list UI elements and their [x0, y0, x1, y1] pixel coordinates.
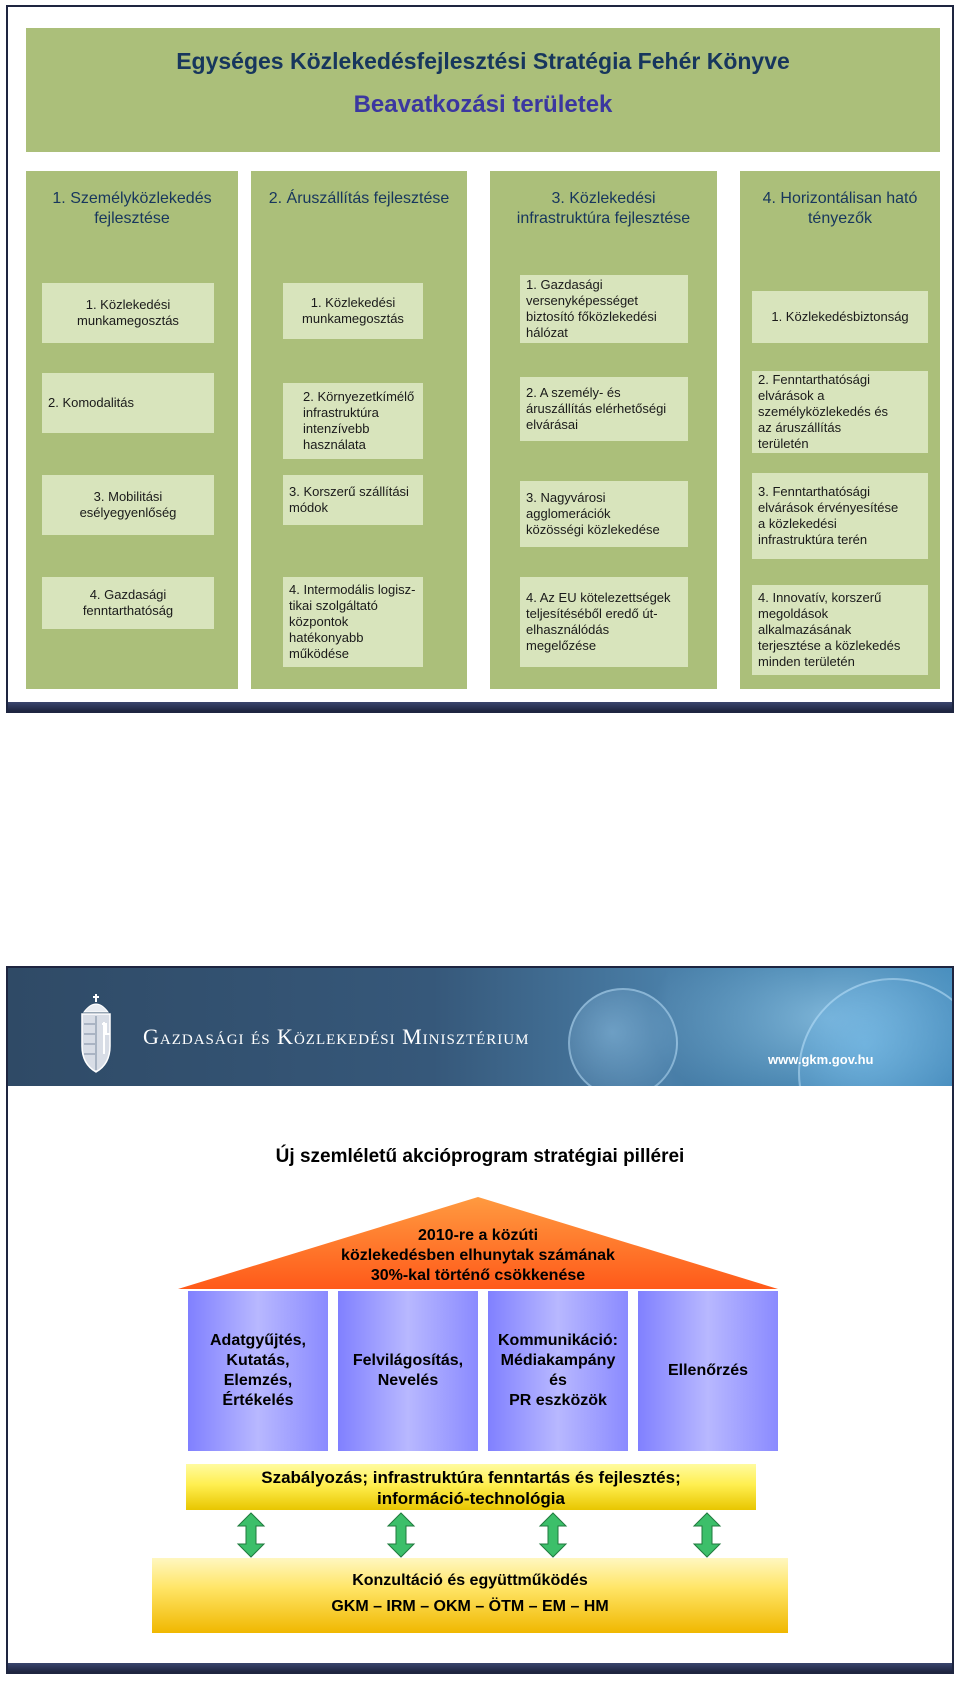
area-item: 2. Környezetkímélő infrastruktúra intenz…: [283, 383, 423, 459]
column-heading: 3. Közlekedési infrastruktúra fejlesztés…: [516, 190, 691, 227]
area-item: 2. A személy- és áruszállítás elérhetősé…: [520, 377, 688, 441]
area-item: 2. Fenntarthatósági elvárások a személyk…: [752, 371, 928, 453]
roof-triangle: [178, 1197, 778, 1289]
column-freight-transport: 2. Áruszállítás fejlesztése 1. Közlekedé…: [251, 171, 467, 689]
column-heading: 4. Horizontálisan ható tényezők: [762, 190, 918, 227]
area-item: 1. Gazdasági versenyképességet biztosító…: [520, 275, 688, 343]
title-box: Egységes Közlekedésfejlesztési Stratégia…: [26, 28, 940, 152]
page-title: Egységes Közlekedésfejlesztési Stratégia…: [176, 48, 790, 74]
column-infrastructure: 3. Közlekedési infrastruktúra fejlesztés…: [490, 171, 717, 689]
area-item: 4. Gazdasági fenntarthatóság: [42, 577, 214, 629]
base-line-2: GKM – IRM – OKM – ÖTM – EM – HM: [331, 1598, 609, 1615]
slide-intervention-areas: Egységes Közlekedésfejlesztési Stratégia…: [6, 5, 954, 713]
area-item: 4. Az EU kötelezettségek teljesítéséből …: [520, 577, 688, 667]
pillar-communication: Kommunikáció: Médiakampány és PR eszközö…: [488, 1291, 628, 1451]
area-item: 3. Fenntarthatósági elvárások érvényesít…: [752, 473, 928, 559]
ministry-name: Gazdasági és Közlekedési Minisztérium: [143, 1024, 530, 1049]
column-personal-transport: 1. Személyközlekedés fejlesztése 1. Közl…: [26, 171, 238, 689]
pillar-enforcement: Ellenőrzés: [638, 1291, 778, 1451]
area-item: 4. Intermodális logisz- tikai szolgáltat…: [283, 577, 423, 667]
area-item: 1. Közlekedési munkamegosztás: [283, 283, 423, 339]
base-cooperation: Konzultáció és együttműködés GKM – IRM –…: [152, 1558, 788, 1633]
slide-action-program-pillars: Gazdasági és Közlekedési Minisztérium ww…: [6, 966, 954, 1674]
double-arrow-icon: [538, 1512, 568, 1558]
column-horizontal-factors: 4. Horizontálisan ható tényezők 1. Közle…: [740, 171, 940, 689]
roof-goal-text: 2010-re a közúti közlekedésben elhunytak…: [341, 1227, 615, 1284]
column-heading: 2. Áruszállítás fejlesztése: [268, 190, 450, 207]
double-arrow-icon: [386, 1512, 416, 1558]
slide-title: Új szemléletű akcióprogram stratégiai pi…: [275, 1146, 685, 1167]
base-line-1: Konzultáció és együttműködés: [352, 1572, 588, 1589]
area-item: 1. Közlekedésbiztonság: [752, 291, 928, 343]
area-item: 4. Innovatív, korszerű megoldások alkalm…: [752, 585, 928, 675]
foundation-regulation: Szabályozás; infrastruktúra fenntartás é…: [186, 1464, 756, 1510]
ministry-url: www.gkm.gov.hu: [768, 1052, 874, 1067]
area-item: 3. Nagyvárosi agglomerációk közösségi kö…: [520, 481, 688, 547]
double-arrow-icon: [692, 1512, 722, 1558]
slide-footer-bar: [8, 1663, 952, 1672]
pillar-education: Felvilágosítás, Nevelés: [338, 1291, 478, 1451]
coat-of-arms-icon: [81, 994, 111, 1073]
page-subtitle: Beavatkozási területek: [353, 91, 613, 118]
area-item: 3. Mobilitási esélyegyenlőség: [42, 475, 214, 535]
globe-decoration: [568, 988, 678, 1086]
area-item: 3. Korszerű szállítási módok: [283, 475, 423, 525]
area-item: 1. Közlekedési munkamegosztás: [42, 283, 214, 343]
double-arrow-icon: [236, 1512, 266, 1558]
pillar-data-collection: Adatgyűjtés, Kutatás, Elemzés, Értékelés: [188, 1291, 328, 1451]
area-item: 2. Komodalitás: [42, 373, 214, 433]
slide-footer-bar: [8, 702, 952, 711]
column-heading: 1. Személyközlekedés fejlesztése: [52, 190, 212, 227]
ministry-banner: Gazdasági és Közlekedési Minisztérium ww…: [8, 968, 952, 1086]
